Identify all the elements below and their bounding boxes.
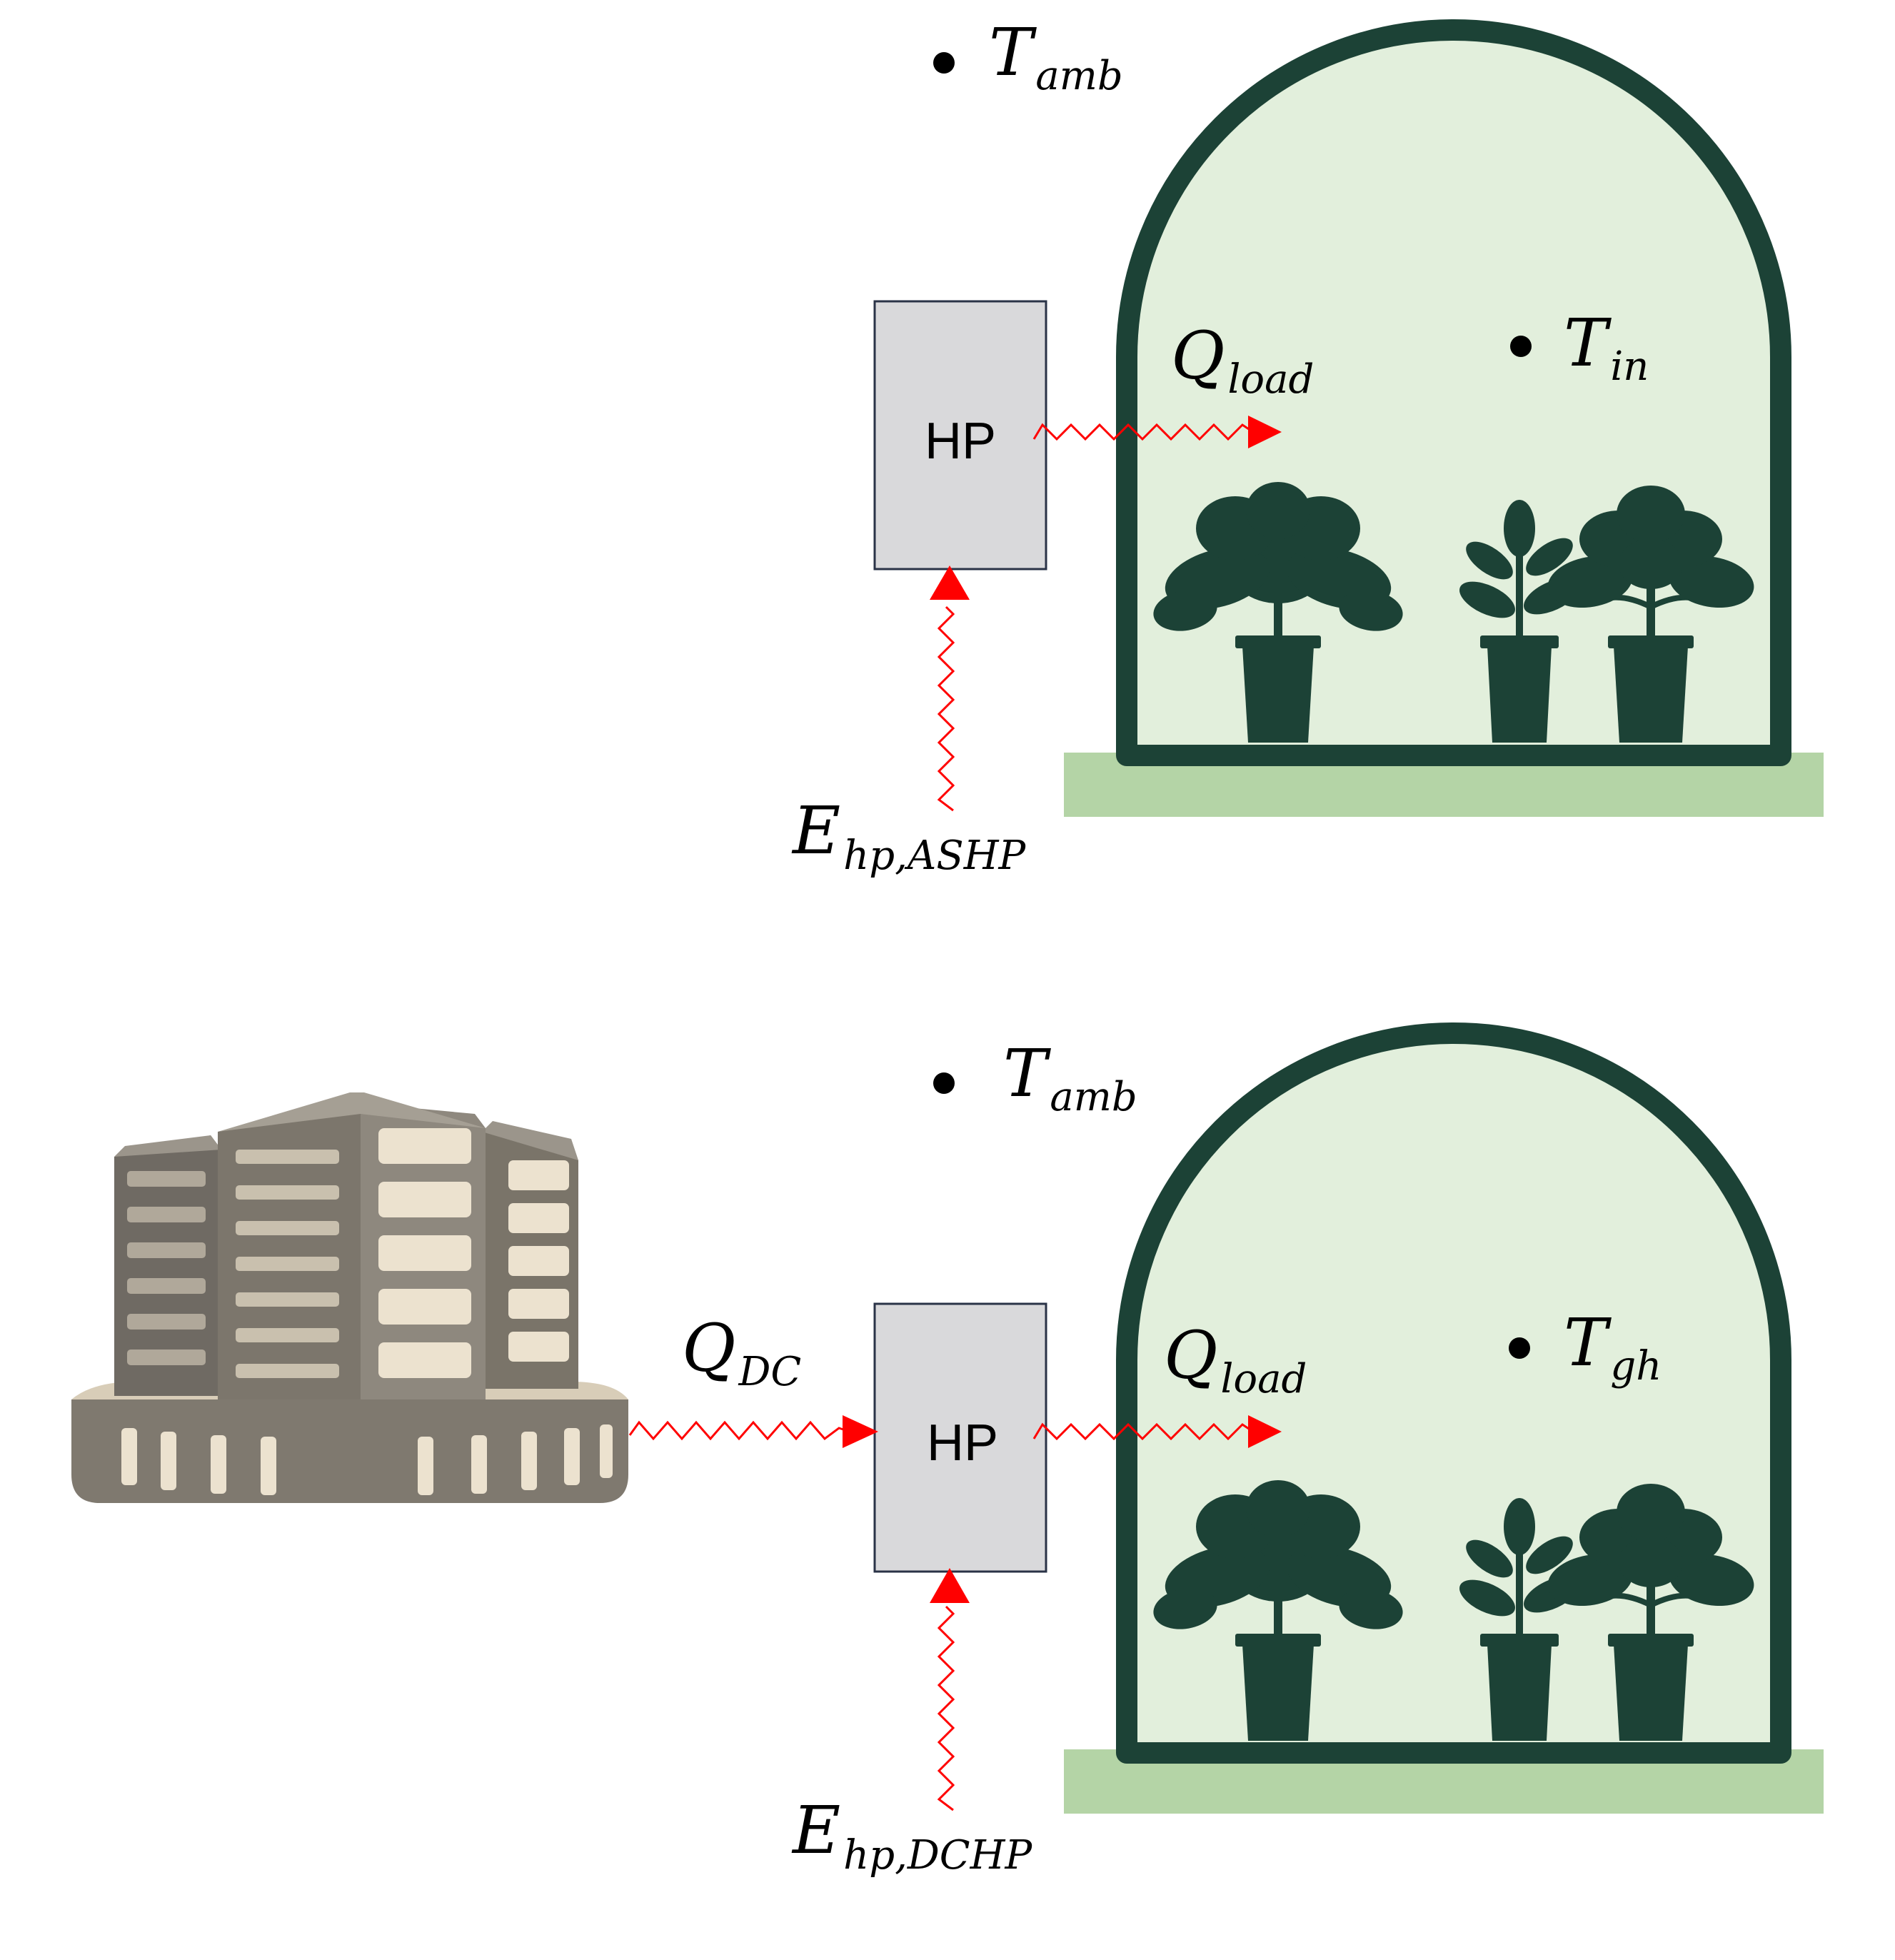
top-greenhouse: Tin <box>1064 19 1824 817</box>
bottom-panel: Tamb Tgh HP <box>71 1022 1824 1879</box>
svg-text:Qload: Qload <box>1164 1317 1307 1402</box>
top-panel: Tamb Tin HP <box>791 14 1824 879</box>
top-inside-symbol: T <box>1564 305 1612 381</box>
svg-text:QDC: QDC <box>682 1310 801 1395</box>
bottom-gh-symbol: T <box>1564 1305 1612 1381</box>
top-electric-symbol: E <box>791 793 840 869</box>
svg-text:Tamb: Tamb <box>1003 1035 1137 1120</box>
top-load-symbol: Q <box>1171 318 1225 394</box>
top-ambient-symbol: T <box>989 14 1037 91</box>
top-ambient-temp: Tamb <box>933 14 1123 99</box>
svg-text:Qload: Qload <box>1171 318 1314 403</box>
svg-text:Tgh: Tgh <box>1564 1305 1662 1389</box>
top-inside-subscript: in <box>1610 343 1649 390</box>
arrowhead-icon <box>930 1568 970 1603</box>
bottom-hp-label: HP <box>927 1414 998 1472</box>
bottom-load-subscript: load <box>1220 1356 1307 1402</box>
bottom-hp-box <box>873 1302 1047 1573</box>
data-center-building-icon <box>71 1092 628 1503</box>
bottom-electric-subscript: hp,DCHP <box>843 1832 1032 1879</box>
top-ambient-subscript: amb <box>1035 53 1122 99</box>
bottom-heat-pump: HP <box>873 1302 1047 1573</box>
bottom-electric-arrow: Ehp,DCHP <box>791 1568 1032 1879</box>
top-electric-arrow: Ehp,ASHP <box>791 566 1027 879</box>
arrowhead-icon <box>1248 1415 1282 1448</box>
top-hp-box <box>873 300 1047 571</box>
top-load-arrow: Qload <box>1032 318 1314 448</box>
top-electric-subscript: hp,ASHP <box>843 833 1026 879</box>
ambient-point-icon <box>933 1072 955 1094</box>
svg-text:Ehp,DCHP: Ehp,DCHP <box>791 1792 1032 1879</box>
bottom-ambient-temp: Tamb <box>933 1035 1137 1120</box>
top-load-subscript: load <box>1227 356 1314 403</box>
arrowhead-icon <box>1248 416 1282 448</box>
greenhouse-point-icon <box>1509 1337 1530 1359</box>
svg-text:Tin: Tin <box>1564 305 1649 390</box>
bottom-load-arrow: Qload <box>1032 1317 1307 1448</box>
inside-point-icon <box>1510 336 1532 357</box>
arrowhead-icon <box>843 1415 878 1448</box>
bottom-dc-symbol: Q <box>682 1310 735 1387</box>
top-heat-pump: HP <box>873 300 1047 571</box>
bottom-greenhouse: Tgh <box>1064 1022 1824 1814</box>
svg-text:Ehp,ASHP: Ehp,ASHP <box>791 793 1027 879</box>
bottom-gh-subscript: gh <box>1610 1343 1662 1389</box>
svg-text:Tamb: Tamb <box>989 14 1123 99</box>
base-windows <box>121 1424 613 1495</box>
bottom-dc-arrow: QDC <box>628 1310 878 1448</box>
bottom-dc-subscript: DC <box>738 1349 801 1395</box>
bottom-ambient-symbol: T <box>1003 1035 1051 1112</box>
ambient-point-icon <box>933 52 955 74</box>
bottom-ambient-subscript: amb <box>1050 1074 1137 1120</box>
top-hp-label: HP <box>925 413 996 470</box>
bottom-load-symbol: Q <box>1164 1317 1217 1394</box>
bottom-electric-symbol: E <box>791 1792 840 1869</box>
arrowhead-icon <box>930 566 970 600</box>
